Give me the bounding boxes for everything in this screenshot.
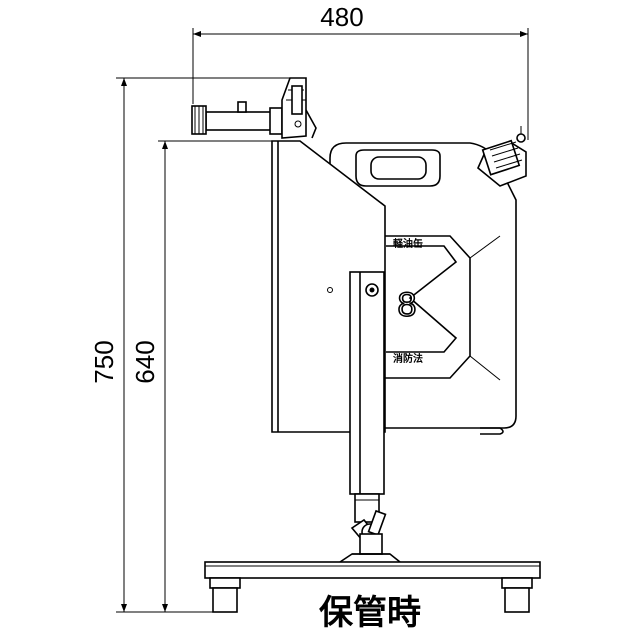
tank-label-bottom: 消防法	[393, 352, 423, 365]
total-height-dimension: 750	[89, 77, 292, 613]
total-height-label: 750	[89, 340, 119, 383]
base-plate	[204, 561, 541, 579]
caster-left	[209, 577, 241, 613]
caption-storage: 保管時	[319, 593, 421, 633]
width-dimension: 480	[192, 2, 529, 140]
nozzle-assembly	[191, 77, 317, 139]
width-label: 480	[320, 2, 363, 32]
stand-height-label: 640	[130, 340, 160, 383]
support-column	[339, 271, 401, 563]
stand-height-dimension: 640	[130, 140, 272, 612]
spout-cap	[477, 126, 527, 187]
tank-label-top: 軽油缶	[393, 237, 423, 250]
tank-number: 8	[398, 286, 417, 324]
caster-right	[501, 577, 533, 613]
